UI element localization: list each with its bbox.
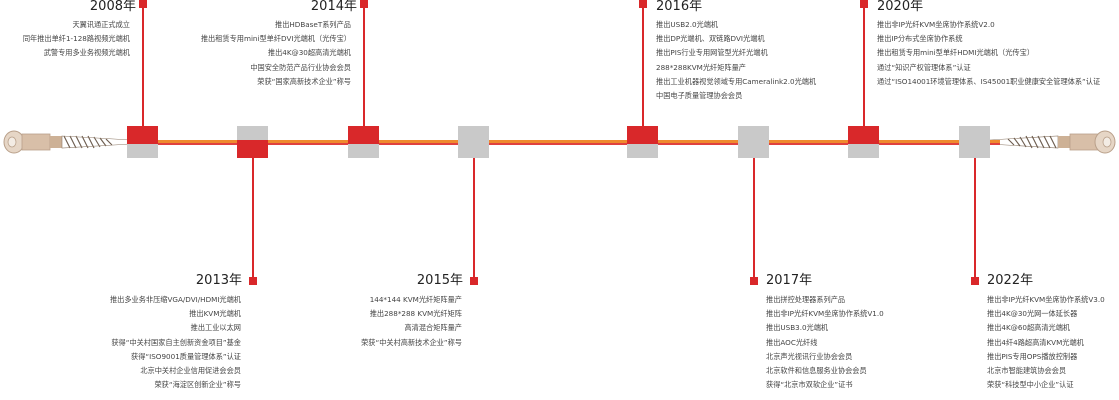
milestone-item: 推出USB3.0光端机 xyxy=(766,323,829,333)
timeline-node-2014 xyxy=(348,126,379,158)
marker-2020 xyxy=(860,0,868,8)
year-label-2008: 2008年 xyxy=(89,0,136,14)
milestone-item: 荣获“中关村高新技术企业”称号 xyxy=(361,337,462,347)
milestone-item: 天翼讯通正式成立 xyxy=(72,20,130,29)
milestone-item: 推出288*288 KVM光纤矩阵 xyxy=(369,309,462,319)
milestone-item: 推出PIS专用OPS播放控制器 xyxy=(987,351,1078,361)
milestone-item: 推出4纤4路超高清KVM光端机 xyxy=(987,337,1084,347)
milestone-item: 288*288KVM光纤矩阵量产 xyxy=(656,62,746,72)
year-label-2015: 2015年 xyxy=(416,273,463,288)
timeline-node-2008 xyxy=(127,126,158,158)
stem-2017 xyxy=(753,158,755,280)
milestone-item: 北京声光视讯行业协会会员 xyxy=(766,351,853,361)
milestone-list-2020: 推出非IP光纤KVM坐席协作系统V2.0 推出IP分布式坐席协作系统 推出租赁专… xyxy=(877,18,1100,89)
milestone-item: 推出AOC光纤线 xyxy=(766,337,818,347)
milestone-item: 获得“ISO9001质量管理体系”认证 xyxy=(131,351,241,361)
milestone-item: 获得“北京市双软企业”证书 xyxy=(766,380,853,390)
milestone-item: 中国安全防范产品行业协会会员 xyxy=(250,62,351,72)
year-label-2013: 2013年 xyxy=(195,273,242,288)
milestone-item: 推出工业机器视觉领域专用Cameralink2.0光端机 xyxy=(656,76,817,86)
stem-2008 xyxy=(142,4,144,126)
milestone-list-2017: 推出拼控处理器系列产品 推出非IP光纤KVM坐席协作系统V1.0 推出USB3.… xyxy=(766,293,884,392)
milestone-item: 荣获“科技型中小企业”认证 xyxy=(987,380,1074,390)
stem-2016 xyxy=(642,4,644,126)
milestone-list-2013: 推出多业务非压缩VGA/DVI/HDMI光端机 推出KVM光端机 推出工业以太网… xyxy=(110,293,241,392)
milestone-item: 推出USB2.0光端机 xyxy=(656,20,719,29)
fiber-cable-core xyxy=(150,143,1000,145)
marker-2013 xyxy=(249,277,257,285)
timeline-node-2015 xyxy=(458,126,489,158)
milestone-list-2016: 推出USB2.0光端机 推出DP光端机、双链路DVI光端机 推出PIS行业专用网… xyxy=(656,18,816,103)
timeline-node-2017 xyxy=(738,126,769,158)
milestone-item: 推出PIS行业专用网管型光纤光端机 xyxy=(656,48,768,58)
milestone-list-2008: 天翼讯通正式成立 同年推出单纤1-128路视频光端机 武警专用多业务视频光端机 xyxy=(23,18,130,61)
milestone-list-2014: 推出HDBaseT系列产品 推出租赁专用mini型单纤DVI光端机（光传宝） 推… xyxy=(201,18,351,89)
milestone-item: 推出多业务非压缩VGA/DVI/HDMI光端机 xyxy=(109,295,241,304)
timeline-node-2013 xyxy=(237,126,268,158)
year-label-2017: 2017年 xyxy=(766,273,813,288)
milestone-item: 推出4K@60超高清光端机 xyxy=(987,323,1071,333)
milestone-item: 推出KVM光端机 xyxy=(189,309,241,319)
marker-2022 xyxy=(971,277,979,285)
year-label-2016: 2016年 xyxy=(656,0,703,14)
marker-2008 xyxy=(139,0,147,8)
milestone-item: 推出非IP光纤KVM坐席协作系统V1.0 xyxy=(766,309,884,319)
stem-2022 xyxy=(974,158,976,280)
milestone-item: 通过“知识产权管理体系”认证 xyxy=(877,62,971,72)
fiber-cable xyxy=(150,140,1000,143)
milestone-item: 推出非IP光纤KVM坐席协作系统V2.0 xyxy=(877,20,995,29)
timeline-node-2016 xyxy=(627,126,658,158)
year-label-2020: 2020年 xyxy=(877,0,924,14)
marker-2017 xyxy=(750,277,758,285)
milestone-item: 荣获“海淀区创新企业”称号 xyxy=(154,380,241,390)
milestone-item: 推出IP分布式坐席协作系统 xyxy=(877,34,963,44)
milestone-item: 推出拼控处理器系列产品 xyxy=(766,295,846,304)
milestone-item: 通过“ISO14001环境管理体系、IS45001职业健康安全管理体系”认证 xyxy=(877,76,1101,86)
milestone-item: 推出工业以太网 xyxy=(190,323,241,333)
milestone-list-2022: 推出非IP光纤KVM坐席协作系统V3.0 推出4K@30光网一体延长器 推出4K… xyxy=(987,293,1105,392)
milestone-item: 144*144 KVM光纤矩阵量产 xyxy=(369,295,462,304)
milestone-item: 北京市智能建筑协会会员 xyxy=(987,365,1067,375)
milestone-item: 获得“中关村国家自主创新资金项目”基金 xyxy=(111,337,241,347)
stem-2020 xyxy=(863,4,865,126)
milestone-item: 中国电子质量管理协会会员 xyxy=(656,90,743,100)
stem-2015 xyxy=(473,158,475,280)
timeline-node-2020 xyxy=(848,126,879,158)
timeline-node-2022 xyxy=(959,126,990,158)
stem-2014 xyxy=(363,4,365,126)
stem-2013 xyxy=(252,158,254,280)
milestone-item: 北京软件和信息服务业协会会员 xyxy=(766,365,867,375)
fiber-connector-left-icon xyxy=(3,130,130,154)
milestone-item: 推出非IP光纤KVM坐席协作系统V3.0 xyxy=(987,295,1105,304)
milestone-item: 武警专用多业务视频光端机 xyxy=(43,48,130,58)
milestone-item: 推出租赁专用mini型单纤DVI光端机（光传宝） xyxy=(200,34,351,44)
milestone-item: 北京中关村企业信用促进会会员 xyxy=(140,365,241,375)
milestone-item: 推出4K@30超高清光端机 xyxy=(267,48,351,58)
year-label-2014: 2014年 xyxy=(310,0,357,14)
milestone-item: 荣获“国家高新技术企业”称号 xyxy=(257,76,351,86)
marker-2014 xyxy=(360,0,368,8)
milestone-item: 推出4K@30光网一体延长器 xyxy=(987,309,1078,319)
fiber-connector-right-icon xyxy=(990,130,1116,154)
milestone-item: 推出租赁专用mini型单纤HDMI光端机（光传宝） xyxy=(877,48,1035,58)
milestone-item: 推出DP光端机、双链路DVI光端机 xyxy=(656,34,765,44)
year-label-2022: 2022年 xyxy=(987,273,1034,288)
marker-2016 xyxy=(639,0,647,8)
marker-2015 xyxy=(470,277,478,285)
milestone-item: 高清混合矩阵量产 xyxy=(404,323,462,333)
milestone-list-2015: 144*144 KVM光纤矩阵量产 推出288*288 KVM光纤矩阵 高清混合… xyxy=(361,293,462,350)
milestone-item: 同年推出单纤1-128路视频光端机 xyxy=(22,34,130,44)
milestone-item: 推出HDBaseT系列产品 xyxy=(275,20,351,29)
